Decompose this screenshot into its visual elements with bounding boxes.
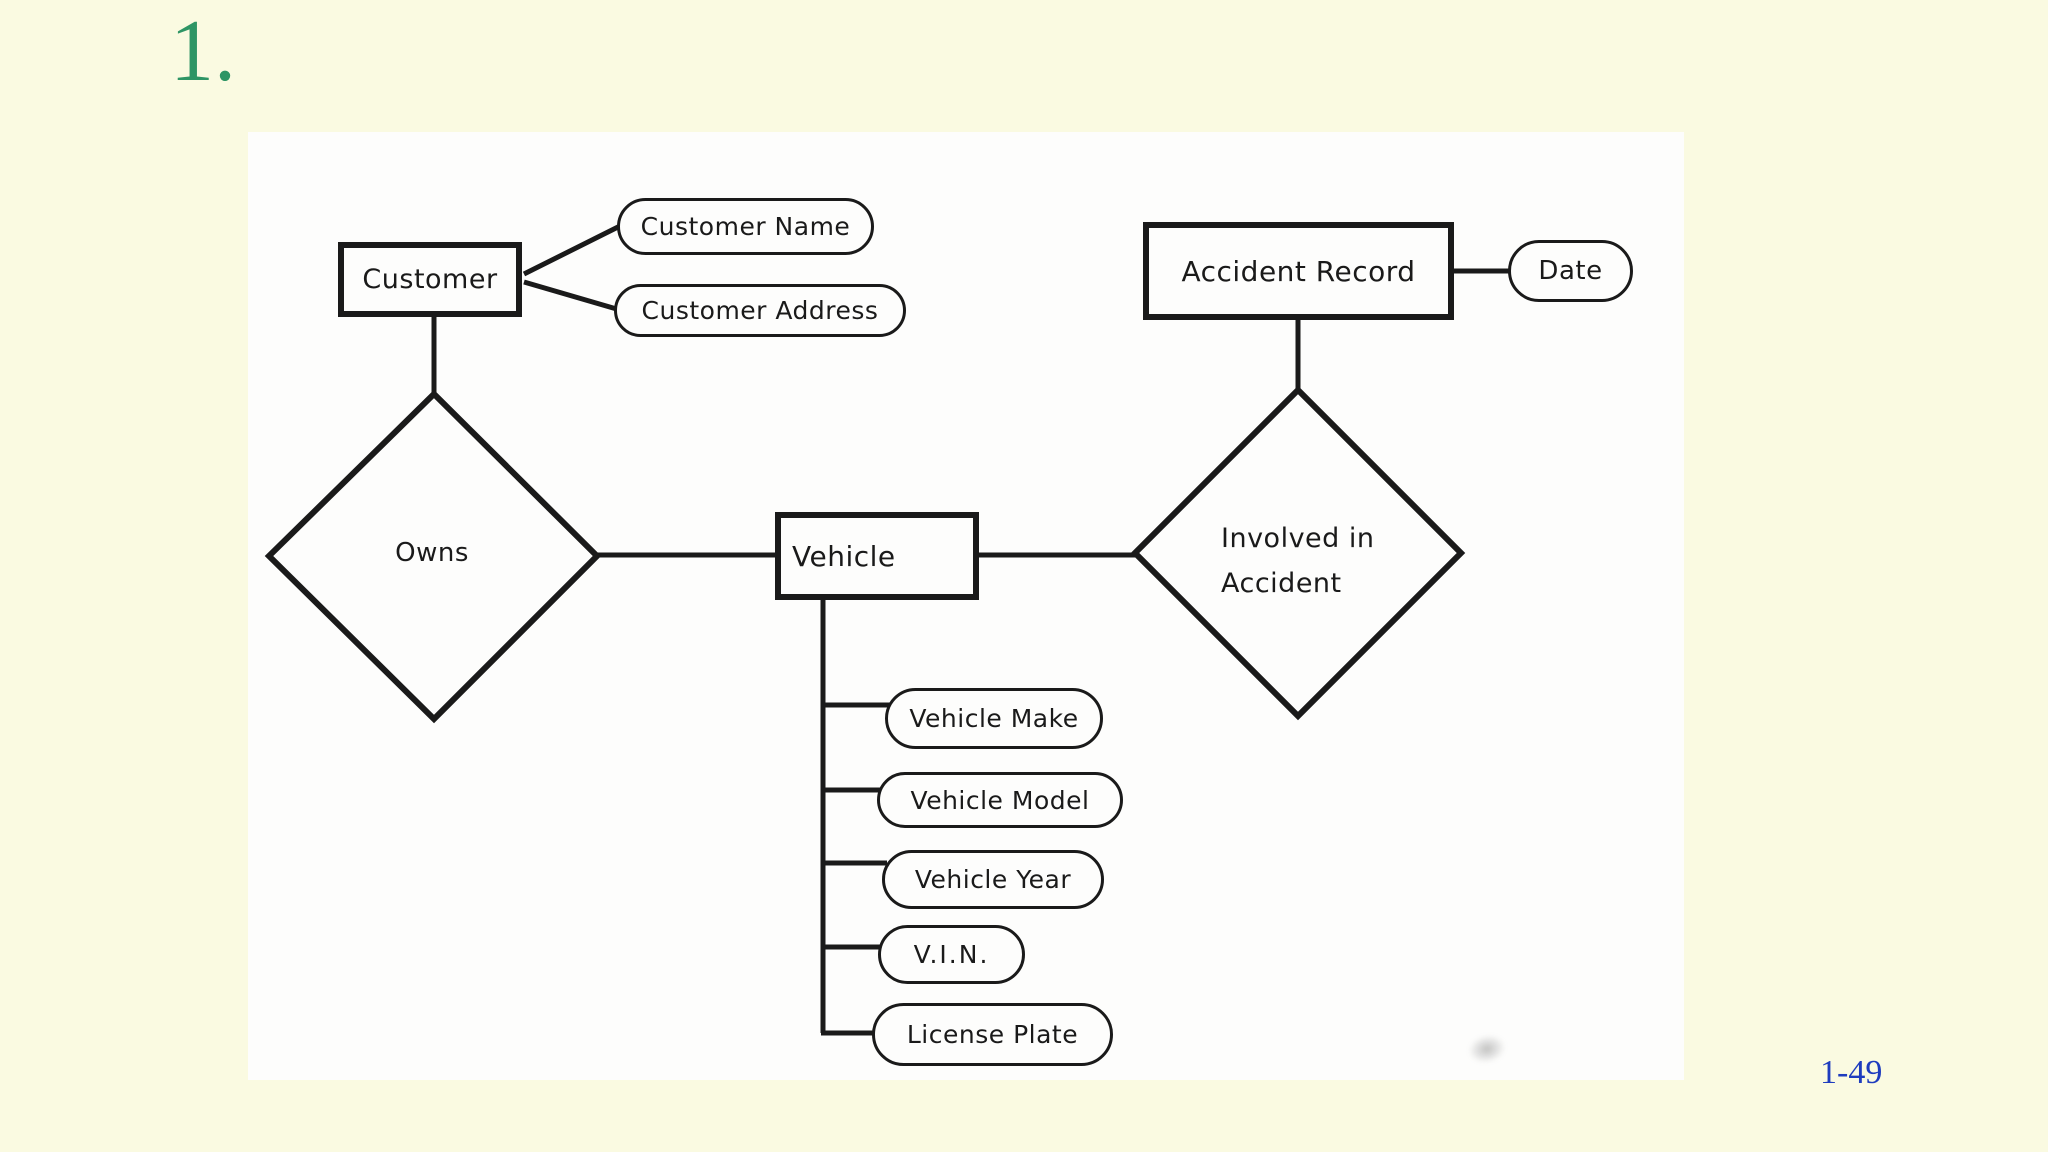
relationship-owns-diamond	[264, 389, 602, 724]
attribute-vehicle-make: Vehicle Make	[885, 688, 1103, 749]
page-number: 1-49	[1820, 1054, 1883, 1091]
relationship-involved-label-line2: Accident	[1221, 568, 1342, 599]
relationship-involved-label-line1: Involved in	[1221, 523, 1375, 554]
attribute-vehicle-make-label: Vehicle Make	[909, 704, 1079, 733]
attribute-vin-label: V.I.N.	[913, 940, 990, 969]
attribute-customer-address: Customer Address	[614, 284, 906, 337]
connector-lines	[264, 223, 1512, 1036]
entity-accident-record-label: Accident Record	[1181, 254, 1416, 288]
er-diagram-canvas: Customer Vehicle Accident Record Owns In…	[248, 132, 1684, 1080]
entity-accident-record: Accident Record	[1143, 222, 1454, 320]
attribute-customer-name: Customer Name	[617, 198, 874, 255]
attribute-vin: V.I.N.	[878, 925, 1025, 984]
attribute-vehicle-model: Vehicle Model	[877, 772, 1123, 828]
slide-number: 1.	[170, 3, 236, 100]
attribute-customer-address-label: Customer Address	[641, 296, 879, 325]
attribute-date-label: Date	[1538, 256, 1603, 286]
attribute-vehicle-model-label: Vehicle Model	[910, 785, 1090, 815]
entity-customer-label: Customer	[362, 264, 498, 295]
attribute-date: Date	[1508, 240, 1633, 302]
entity-vehicle-label: Vehicle	[792, 539, 896, 573]
relationship-involved-diamond	[1130, 385, 1466, 721]
relationship-owns-label: Owns	[395, 538, 469, 568]
relationship-involved-label: Involved in Accident	[1221, 516, 1375, 606]
connector-customer-to-name	[522, 223, 622, 277]
attribute-vehicle-year: Vehicle Year	[882, 850, 1104, 909]
entity-customer: Customer	[338, 242, 522, 317]
attribute-vehicle-year-label: Vehicle Year	[914, 865, 1072, 894]
attribute-license-plate: License Plate	[872, 1003, 1113, 1066]
attribute-customer-name-label: Customer Name	[640, 212, 851, 241]
attribute-license-plate-label: License Plate	[906, 1020, 1079, 1049]
entity-vehicle: Vehicle	[775, 512, 979, 600]
connector-customer-to-address	[523, 279, 621, 313]
